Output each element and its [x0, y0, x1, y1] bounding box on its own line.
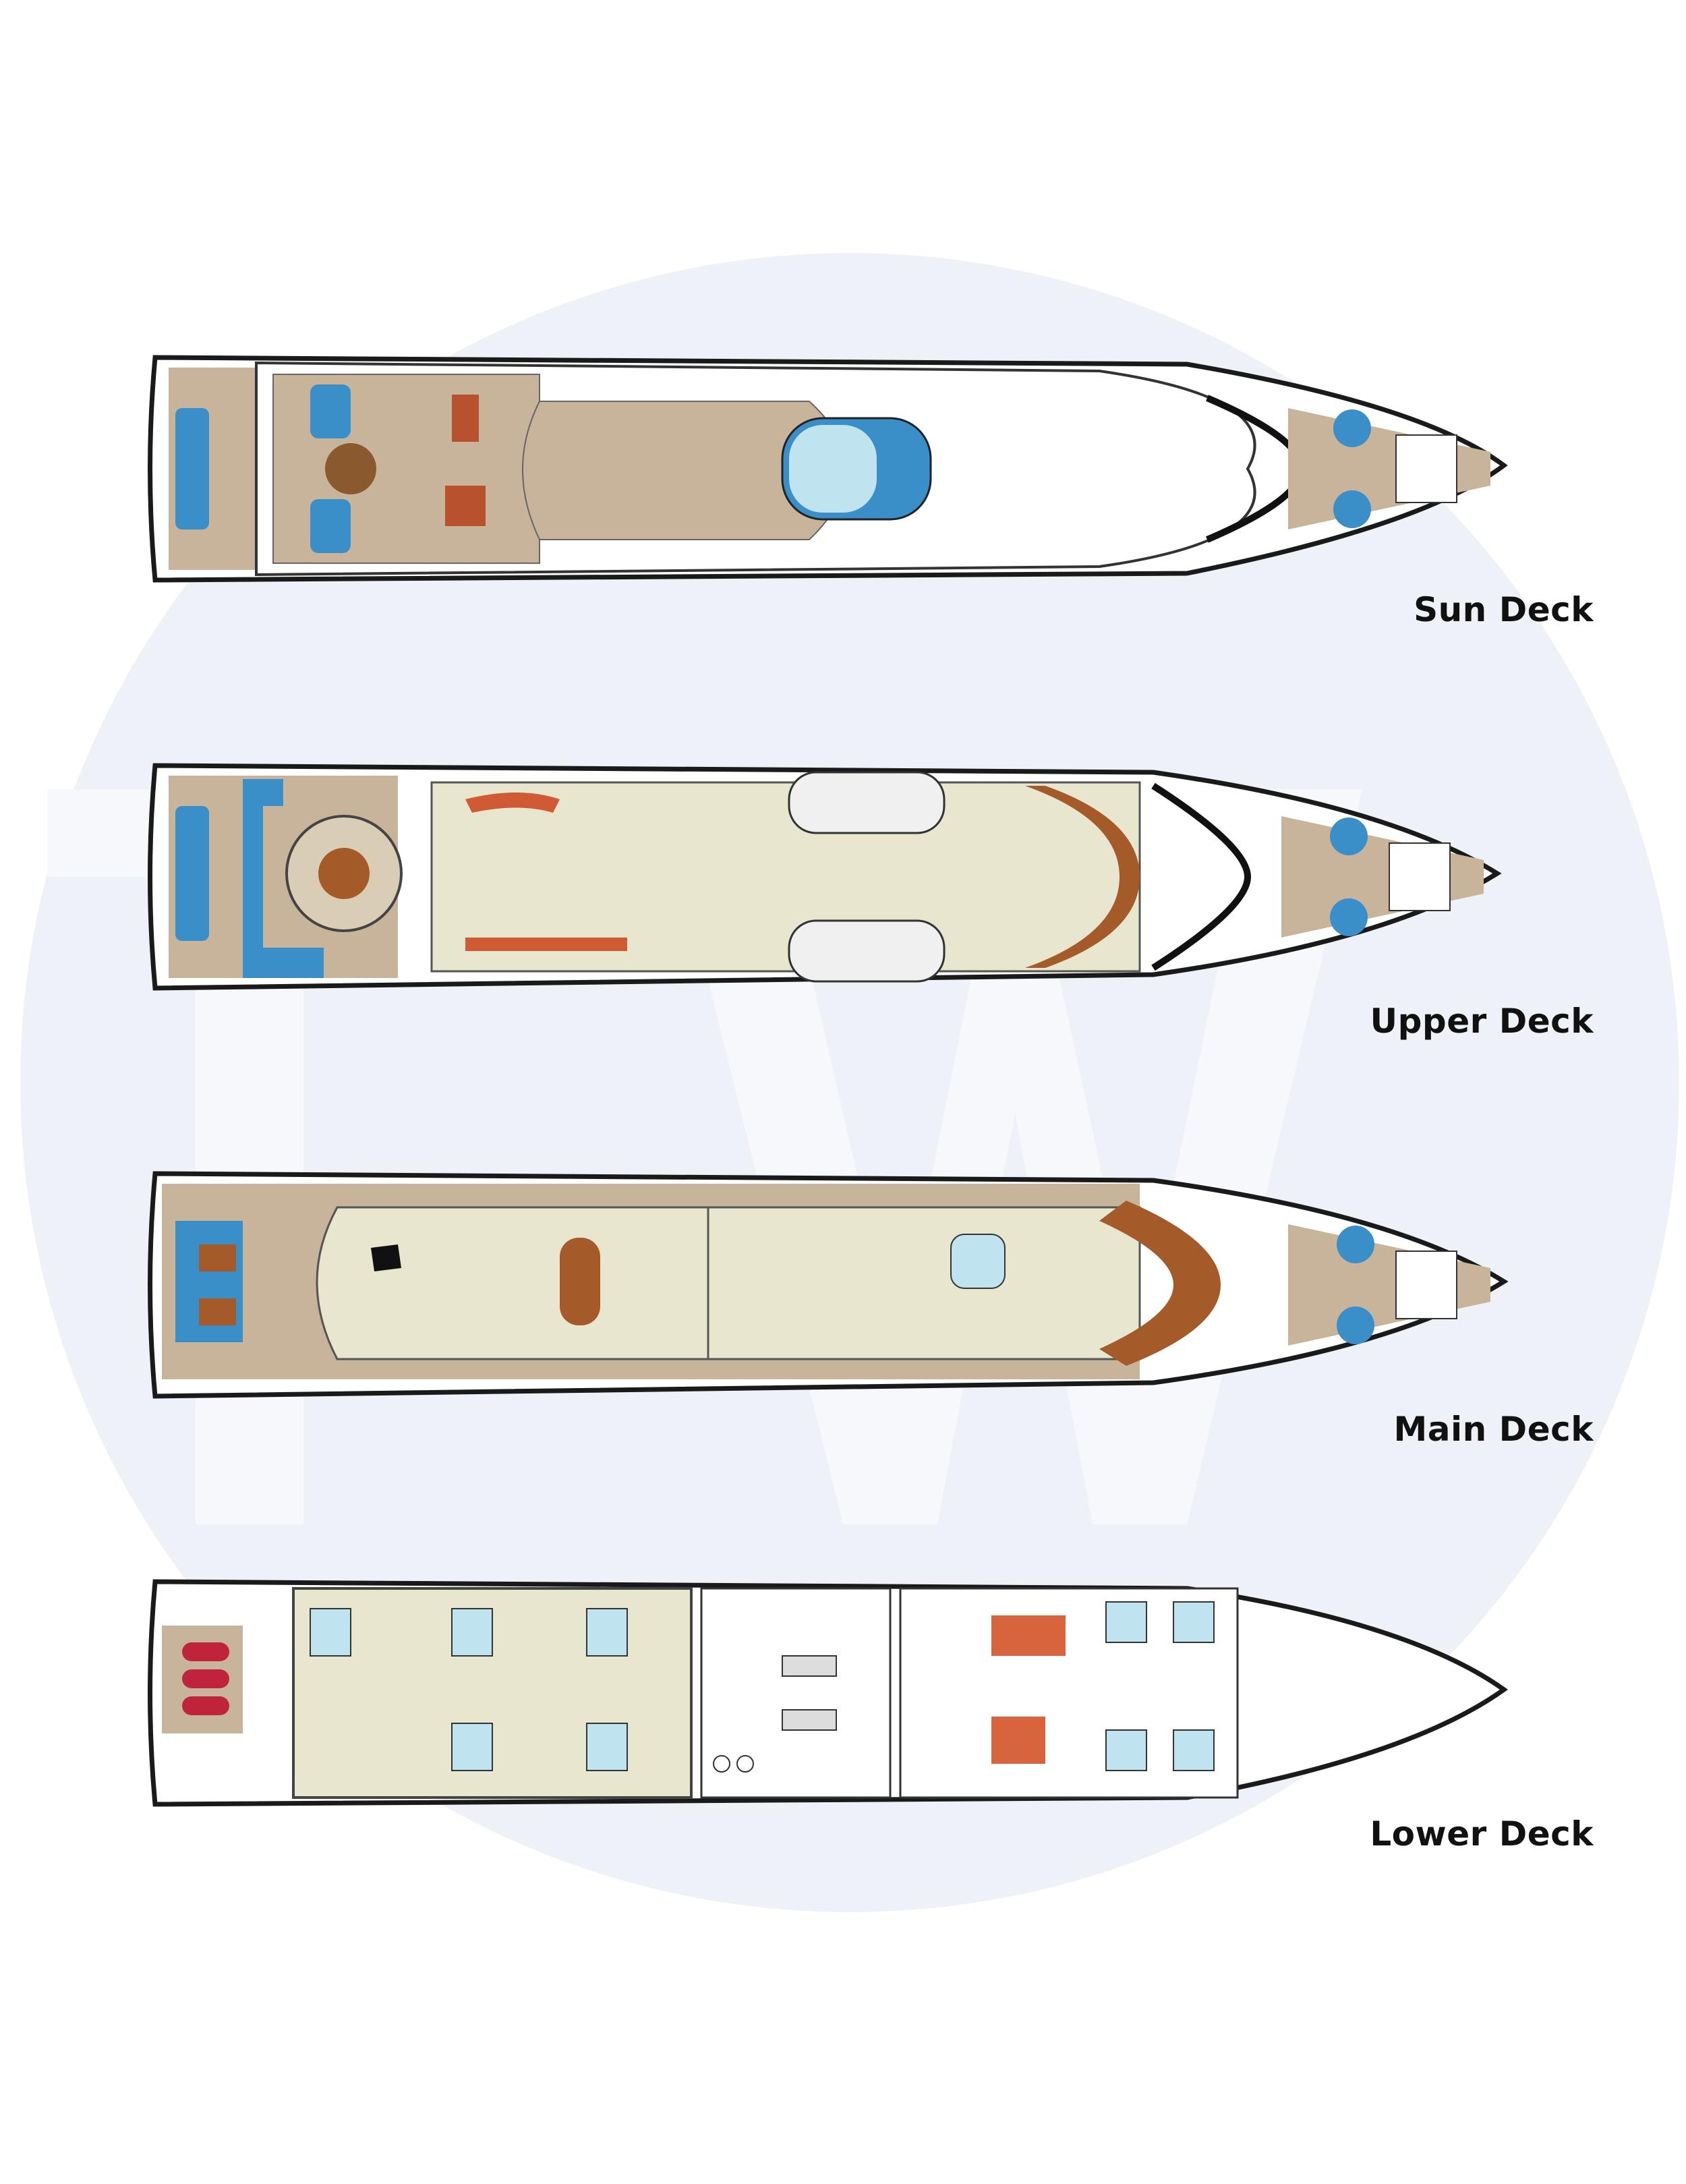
main-deck: Main Deck [0, 1160, 1686, 1457]
upper-deck: Upper Deck [0, 752, 1686, 1049]
main-deck-plan [148, 1171, 1509, 1399]
sun-deck-plan [148, 355, 1508, 583]
sun-deck-label: Sun Deck [1414, 590, 1594, 629]
main-deck-label: Main Deck [1393, 1410, 1594, 1449]
lower-deck-plan [148, 1579, 1509, 1807]
lower-deck: Lower Deck [0, 1568, 1686, 1865]
upper-deck-label: Upper Deck [1370, 1002, 1594, 1041]
sun-deck: Sun Deck [0, 344, 1686, 629]
lower-deck-label: Lower Deck [1370, 1814, 1594, 1853]
upper-deck-plan [148, 763, 1502, 991]
